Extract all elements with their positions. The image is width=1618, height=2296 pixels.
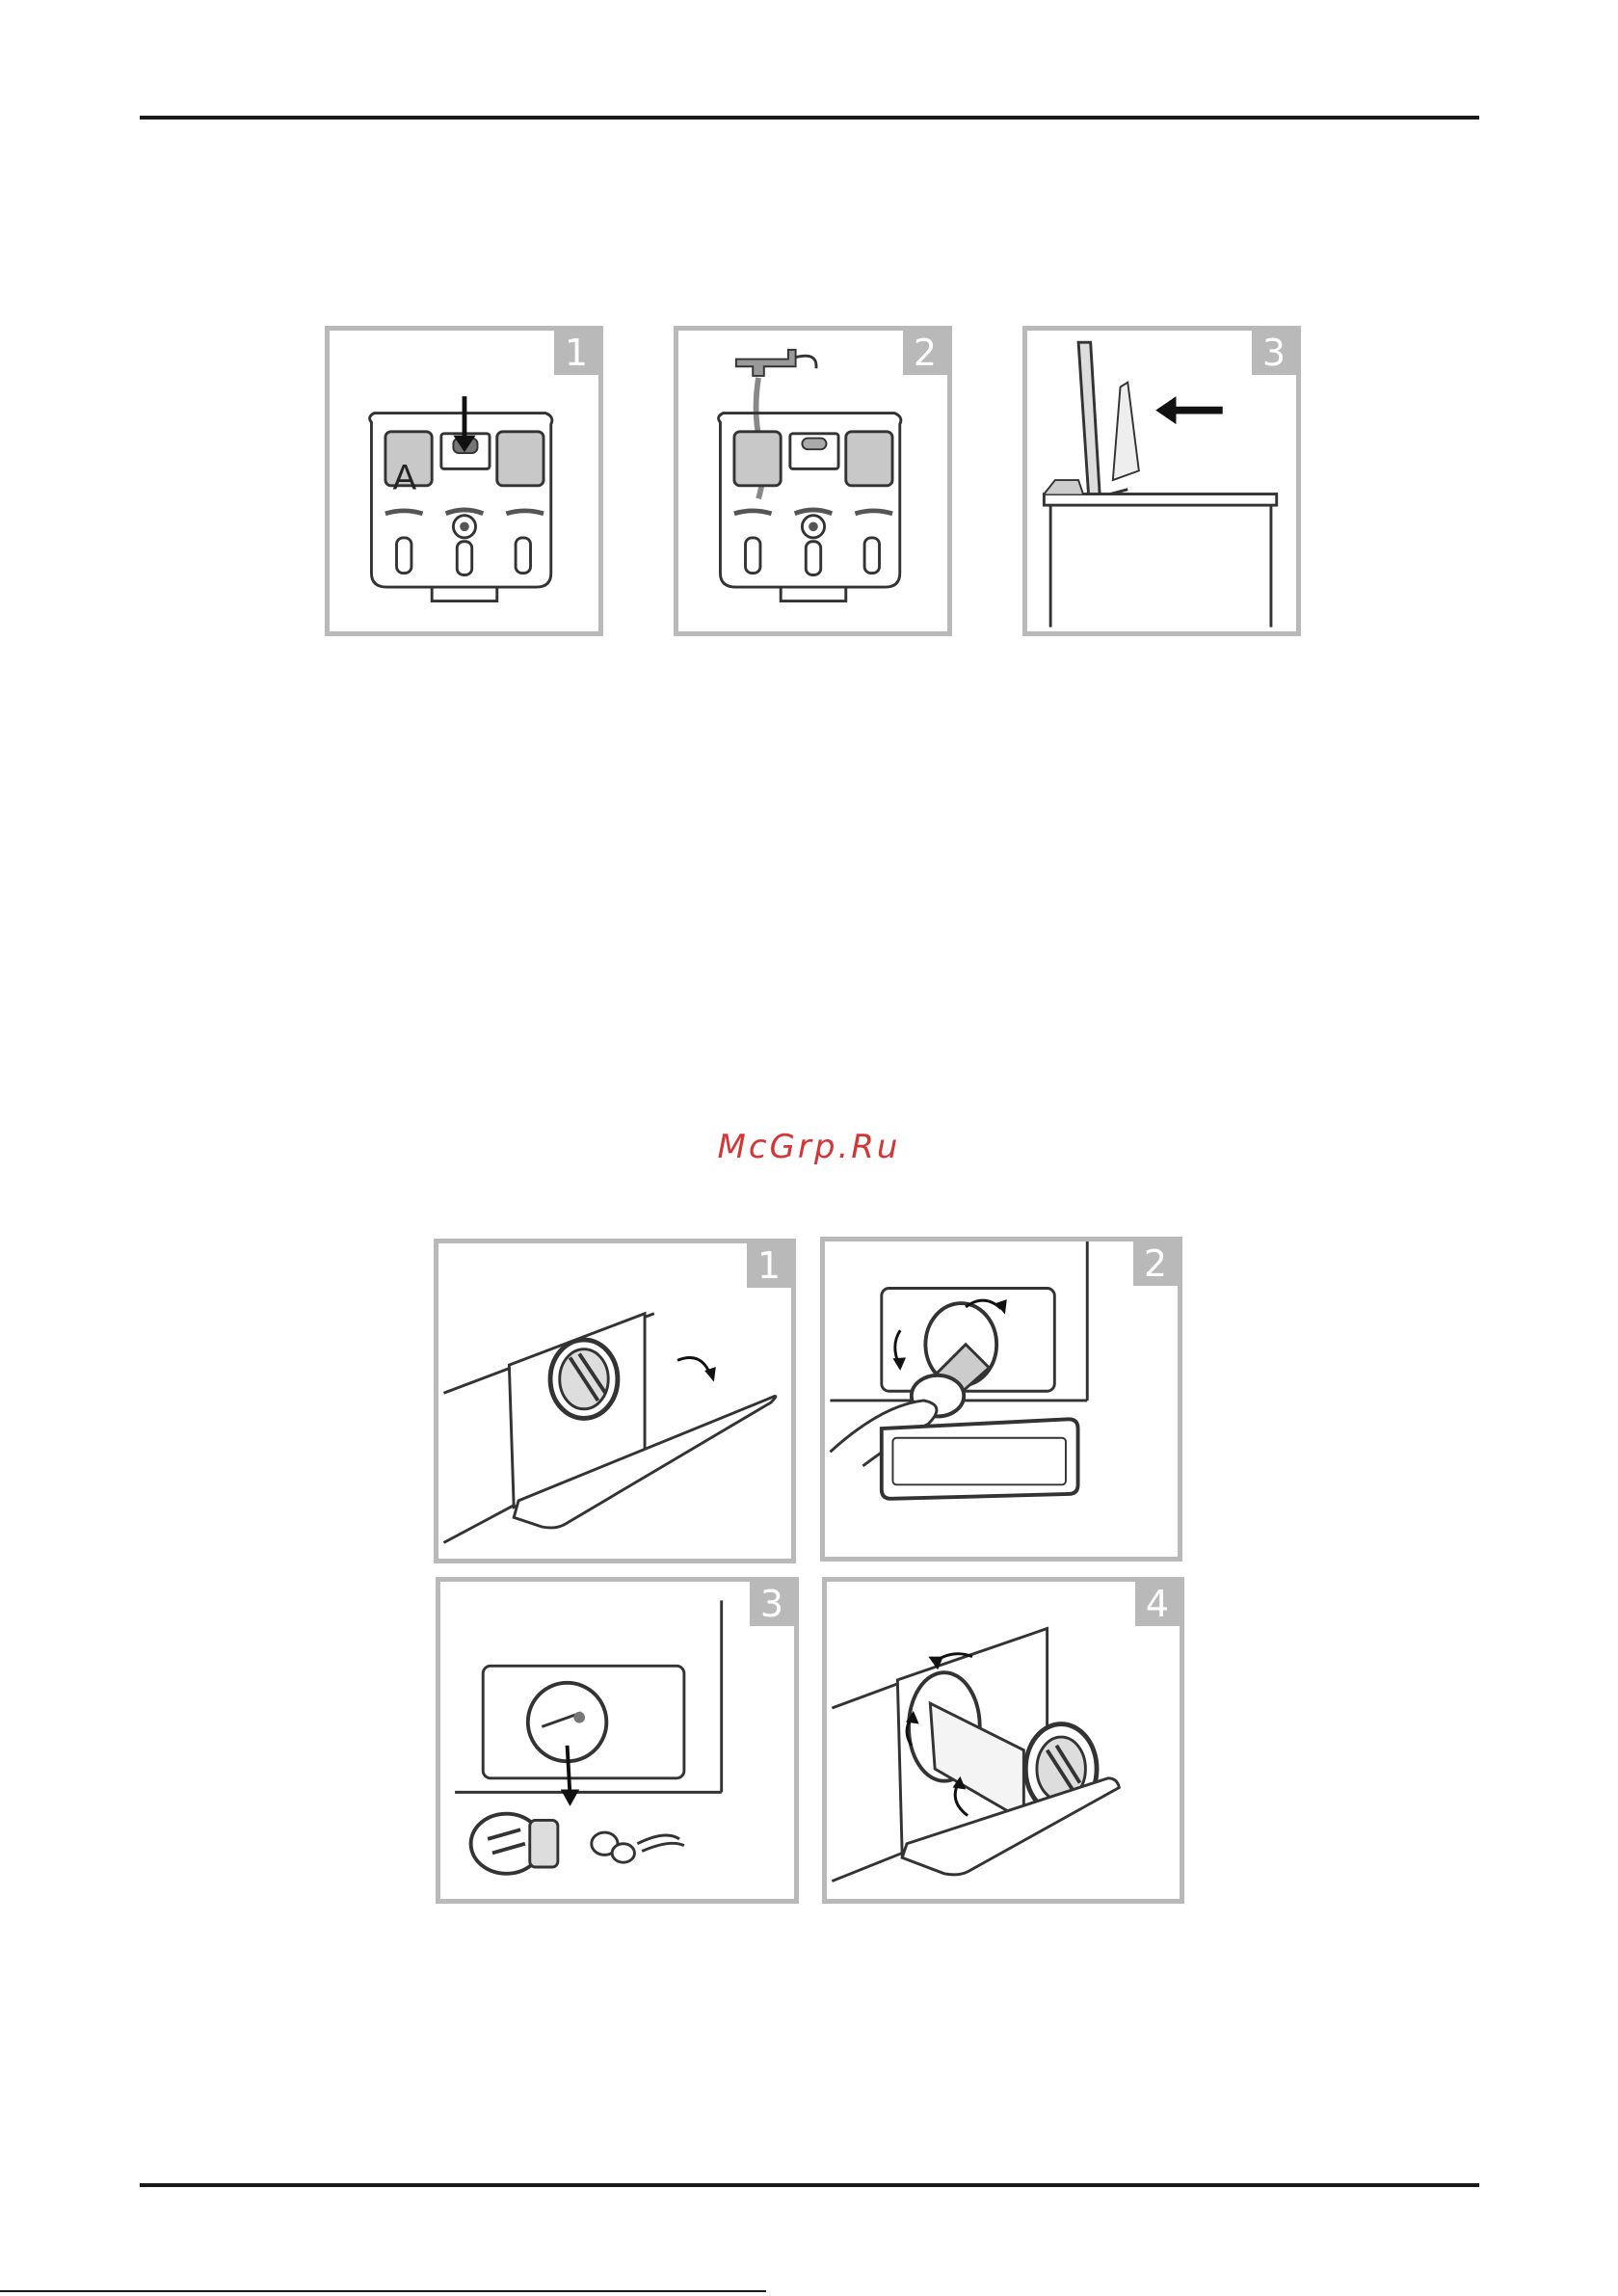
dispenser-panel-3: 3 xyxy=(1022,326,1301,636)
step-number-badge: 3 xyxy=(750,1582,794,1626)
filter-panel-3: 3 xyxy=(436,1577,799,1904)
top-rule xyxy=(140,116,1479,120)
filter-cover-open-illustration xyxy=(438,1243,791,1559)
filter-unscrew-illustration xyxy=(825,1241,1178,1557)
step-number-badge: 4 xyxy=(1135,1582,1180,1626)
lid-closing-illustration xyxy=(1027,331,1296,631)
step-number-badge: 2 xyxy=(903,331,947,375)
watermark-text: McGrp.Ru xyxy=(0,1128,1618,1166)
step-number-badge: 1 xyxy=(554,331,598,375)
filter-reinsert-illustration xyxy=(827,1582,1180,1899)
dispenser-drawer-illustration: A xyxy=(330,331,598,631)
dispenser-panel-2: 2 xyxy=(674,326,952,636)
filter-panel-4: 4 xyxy=(822,1577,1184,1904)
footer-hairline xyxy=(0,2290,766,2292)
bottom-rule xyxy=(140,2183,1479,2187)
callout-label: A xyxy=(393,458,417,497)
dispenser-rinse-illustration xyxy=(678,331,947,631)
filter-panel-1: 1 xyxy=(434,1239,796,1563)
filter-panel-2: 2 xyxy=(820,1237,1182,1562)
dispenser-panel-1: A 1 xyxy=(325,326,603,636)
step-number-badge: 2 xyxy=(1133,1241,1178,1286)
step-number-badge: 1 xyxy=(747,1243,791,1288)
filter-foreign-objects-illustration xyxy=(440,1582,794,1899)
step-number-badge: 3 xyxy=(1252,331,1296,375)
